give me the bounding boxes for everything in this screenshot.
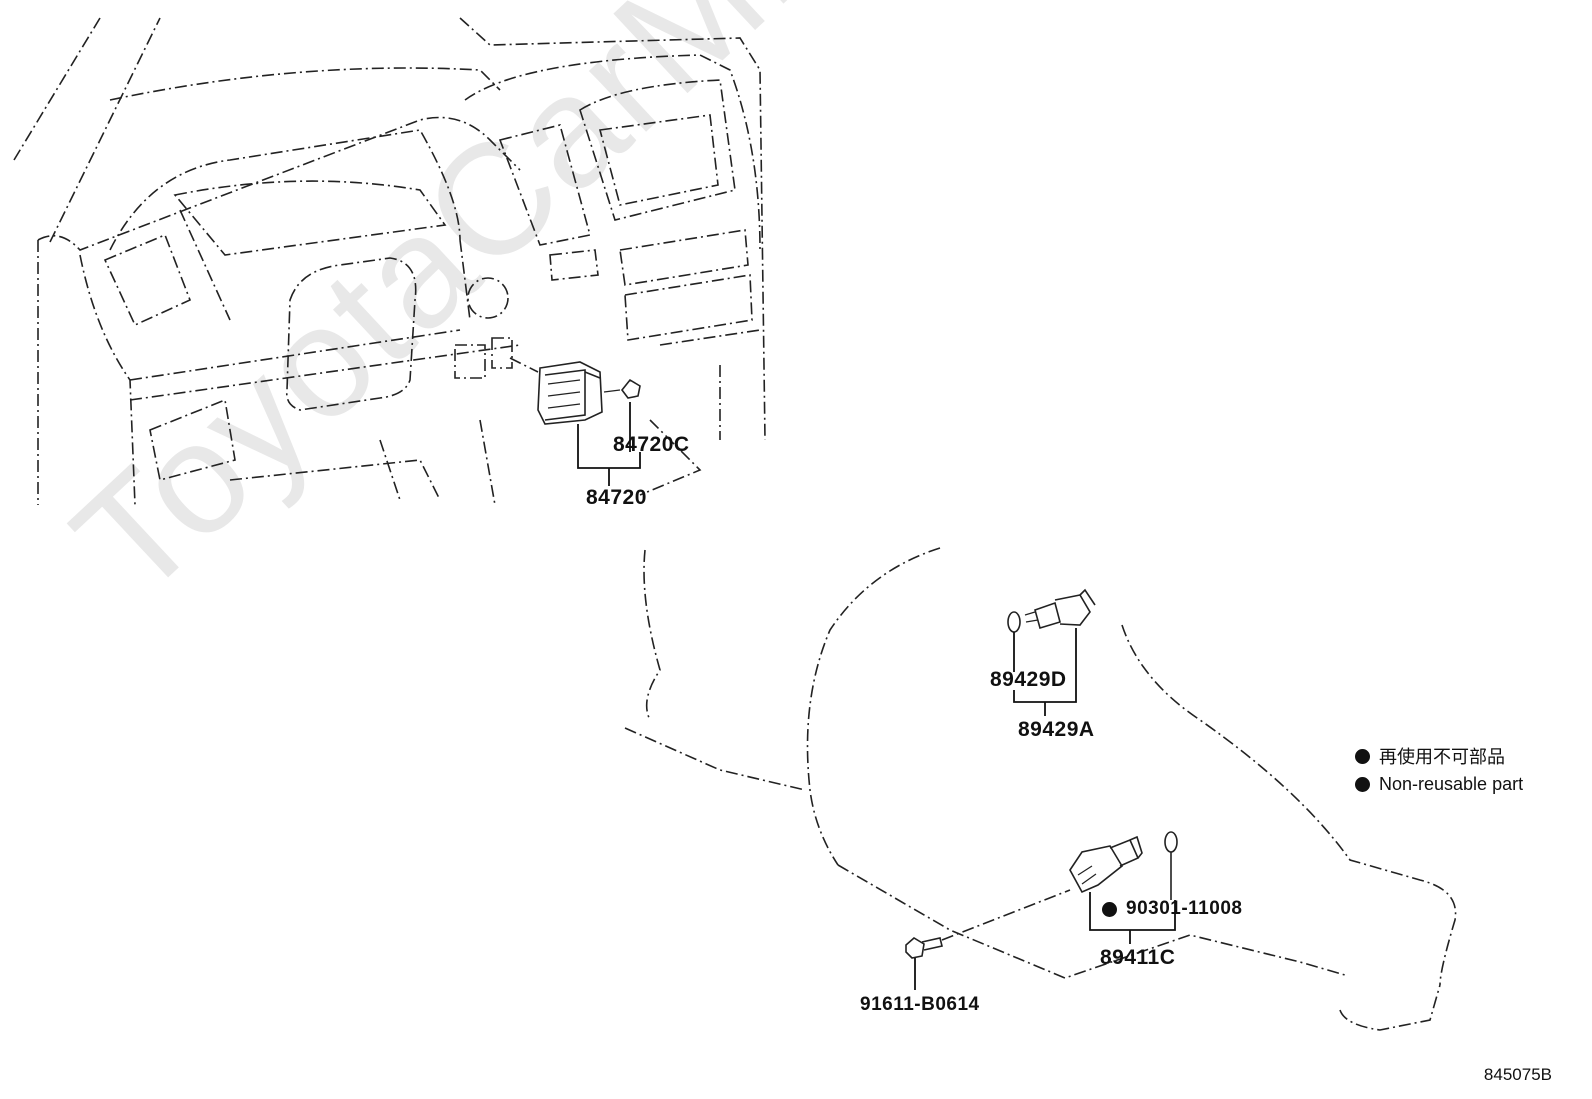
part-label-89429a: 89429A <box>1018 718 1095 741</box>
switch-84720-drawing <box>537 361 641 425</box>
part-label-90301-text: 90301-11008 <box>1126 898 1243 919</box>
part-label-89411c: 89411C <box>1100 946 1176 969</box>
non-reusable-marker-icon <box>1102 901 1117 917</box>
diagram-code: 845075B <box>1483 1065 1552 1084</box>
dashboard-outline <box>13 17 766 506</box>
leader-lines <box>577 402 1176 990</box>
vehicle-outline <box>624 547 1457 1031</box>
legend: 再使用不可部品 Non-reusable part <box>1355 742 1523 798</box>
legend-row-jp: 再使用不可部品 <box>1355 742 1523 770</box>
bolt-91611-drawing <box>905 889 1071 959</box>
legend-bullet-icon <box>1355 748 1370 764</box>
part-label-84720c: 84720C <box>613 433 690 456</box>
part-label-89429d: 89429D <box>990 668 1067 691</box>
part-label-91611: 91611-B0614 <box>860 994 980 1015</box>
sensor-89411c-drawing <box>1069 831 1178 900</box>
sensor-89429a-drawing <box>1007 588 1096 633</box>
part-label-84720: 84720 <box>586 486 647 509</box>
legend-bullet-icon <box>1355 776 1370 792</box>
legend-row-en: Non-reusable part <box>1355 770 1523 798</box>
part-label-90301: 90301-11008 <box>1102 898 1242 920</box>
legend-text-jp: 再使用不可部品 <box>1379 747 1505 767</box>
legend-text-en: Non-reusable part <box>1379 773 1524 794</box>
